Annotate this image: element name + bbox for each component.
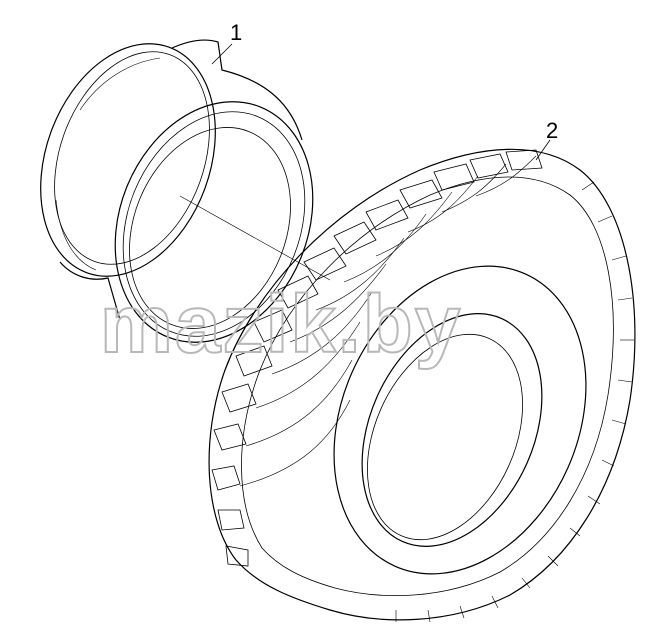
leader-line-1 bbox=[211, 43, 233, 65]
tire-tread-band bbox=[241, 176, 614, 596]
callout-2: 2 bbox=[535, 118, 558, 161]
tire-sidewall-ring bbox=[333, 265, 587, 575]
rim-drawing bbox=[40, 39, 331, 343]
callout-label-1: 1 bbox=[230, 20, 242, 45]
tire-drawing bbox=[208, 148, 636, 623]
tire-tread-lugs bbox=[211, 149, 543, 567]
rim-back-flange bbox=[40, 43, 216, 277]
rim-barrel-top bbox=[171, 39, 303, 141]
callout-1: 1 bbox=[211, 20, 242, 65]
tire-outer-outline bbox=[208, 148, 636, 621]
watermark-text: mazik.by bbox=[100, 279, 462, 370]
leader-line-2 bbox=[535, 139, 551, 161]
tire-inner-rim-seat bbox=[367, 333, 523, 541]
rim-back-flange-inner bbox=[54, 51, 210, 265]
rim-axis-line bbox=[179, 195, 331, 281]
rim-front-flange bbox=[114, 101, 314, 343]
rim-barrel-bottom bbox=[59, 261, 121, 321]
tire-bead-opening bbox=[361, 313, 543, 547]
rim-bead-seat bbox=[129, 127, 291, 329]
tire-edge-notches bbox=[395, 181, 634, 623]
rim-front-flange-inner bbox=[122, 111, 306, 337]
callout-label-2: 2 bbox=[546, 118, 558, 143]
